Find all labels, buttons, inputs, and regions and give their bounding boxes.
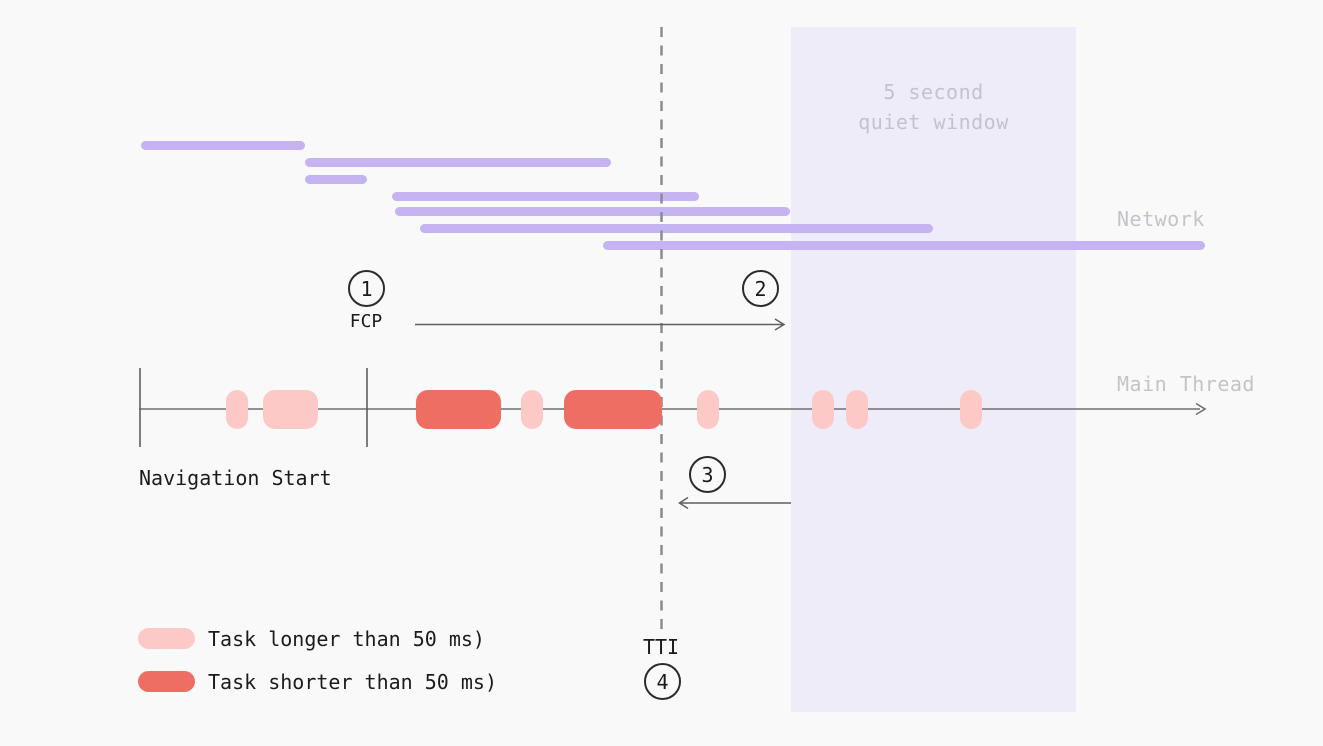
- network-request-bar-7: [603, 241, 1205, 250]
- network-request-bar-3: [305, 175, 367, 184]
- fcp-label: FCP: [349, 311, 383, 332]
- legend: Task longer than 50 ms) Task shorter tha…: [138, 626, 497, 714]
- main-thread-task-longer-4: [521, 390, 543, 429]
- marker-circle-4: 4: [644, 663, 681, 700]
- main-thread-task-longer-8: [846, 390, 868, 429]
- quiet-window-region: 5 second quiet window: [791, 27, 1076, 712]
- network-request-bar-1: [141, 141, 305, 150]
- tti-label: TTI: [642, 635, 680, 659]
- legend-label-shorter: Task shorter than 50 ms): [208, 669, 497, 694]
- marker-3-number: 3: [701, 462, 714, 487]
- legend-swatch-longer-icon: [138, 628, 195, 649]
- main-thread-task-longer-2: [263, 390, 318, 429]
- quiet-window-label-line2: quiet window: [858, 110, 1009, 134]
- quiet-window-label: 5 second quiet window: [791, 77, 1076, 137]
- main-thread-task-shorter-5: [564, 390, 662, 429]
- main-thread-task-shorter-3: [416, 390, 501, 429]
- quiet-window-label-line1: 5 second: [883, 80, 984, 104]
- network-request-bar-6: [420, 224, 933, 233]
- network-request-bar-4: [392, 192, 699, 201]
- network-label: Network: [1117, 207, 1205, 231]
- marker-1-number: 1: [360, 276, 373, 301]
- legend-row-shorter: Task shorter than 50 ms): [138, 669, 497, 694]
- main-thread-task-longer-7: [812, 390, 834, 429]
- marker-circle-3: 3: [689, 456, 726, 493]
- marker-circle-2: 2: [742, 270, 779, 307]
- main-thread-task-longer-6: [697, 390, 719, 429]
- legend-label-longer: Task longer than 50 ms): [208, 626, 485, 651]
- navigation-start-label: Navigation Start: [139, 466, 332, 490]
- marker-4-number: 4: [656, 669, 669, 694]
- marker-circle-1: 1: [348, 270, 385, 307]
- legend-row-longer: Task longer than 50 ms): [138, 626, 497, 651]
- main-thread-task-longer-1: [226, 390, 248, 429]
- network-request-bar-5: [395, 207, 790, 216]
- legend-swatch-shorter-icon: [138, 671, 195, 692]
- main-thread-task-longer-9: [960, 390, 982, 429]
- network-request-bar-2: [305, 158, 611, 167]
- marker-2-number: 2: [754, 276, 767, 301]
- main-thread-label: Main Thread: [1117, 372, 1255, 396]
